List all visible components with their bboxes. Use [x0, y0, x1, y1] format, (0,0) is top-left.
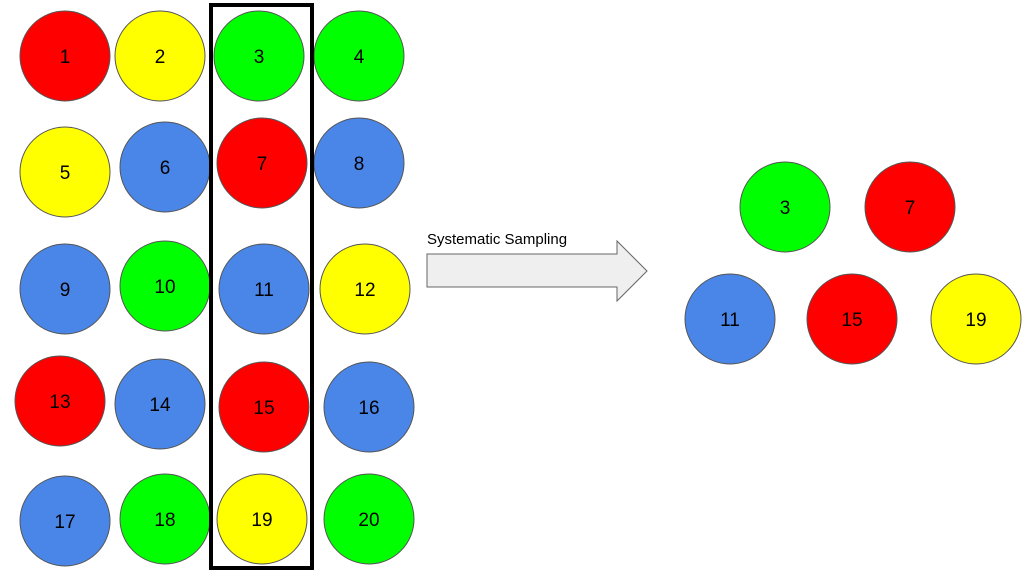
- population-ball-label: 6: [160, 158, 171, 179]
- selected-column-box: [209, 3, 314, 570]
- right-arrow-icon: [426, 239, 648, 303]
- sample-ball-label: 19: [965, 310, 986, 331]
- population-ball-circle: [218, 243, 310, 335]
- sample-ball-15: 15: [806, 273, 898, 365]
- population-ball-7: 7: [216, 117, 308, 209]
- population-ball-circle: [218, 361, 310, 453]
- population-ball-label: 19: [251, 510, 272, 531]
- sample-ball-circle: [684, 273, 776, 365]
- population-ball-13: 13: [14, 355, 106, 447]
- population-ball-circle: [323, 361, 415, 453]
- population-ball-circle: [216, 473, 308, 565]
- population-ball-circle: [213, 10, 305, 102]
- population-ball-label: 12: [354, 280, 375, 301]
- population-ball-8: 8: [313, 117, 405, 209]
- population-ball-label: 7: [257, 154, 268, 175]
- sample-ball-label: 7: [905, 198, 916, 219]
- sample-ball-circle: [930, 273, 1022, 365]
- sample-ball-circle: [864, 161, 956, 253]
- sample-ball-11: 11: [684, 273, 776, 365]
- population-ball-label: 17: [54, 512, 75, 533]
- population-ball-label: 13: [49, 392, 70, 413]
- population-ball-19: 19: [216, 473, 308, 565]
- population-ball-circle: [216, 117, 308, 209]
- sample-ball-label: 3: [780, 198, 791, 219]
- population-ball-18: 18: [119, 473, 211, 565]
- population-ball-5: 5: [19, 126, 111, 218]
- population-ball-16: 16: [323, 361, 415, 453]
- population-ball-label: 8: [354, 154, 365, 175]
- population-ball-label: 18: [154, 510, 175, 531]
- sample-ball-19: 19: [930, 273, 1022, 365]
- population-ball-circle: [19, 475, 111, 567]
- population-ball-20: 20: [323, 473, 415, 565]
- population-ball-3: 3: [213, 10, 305, 102]
- population-ball-11: 11: [218, 243, 310, 335]
- population-ball-label: 16: [358, 398, 379, 419]
- sample-set: 3 7 11 15 19: [684, 161, 1022, 365]
- population-ball-circle: [19, 126, 111, 218]
- population-ball-circle: [19, 10, 111, 102]
- population-ball-circle: [19, 243, 111, 335]
- sample-ball-label: 15: [841, 310, 862, 331]
- population-ball-17: 17: [19, 475, 111, 567]
- population-ball-circle: [114, 10, 206, 102]
- population-ball-6: 6: [119, 121, 211, 213]
- population-ball-label: 4: [354, 47, 365, 68]
- sample-ball-label: 11: [720, 310, 740, 331]
- population-ball-label: 14: [149, 395, 171, 416]
- population-ball-label: 11: [254, 280, 274, 301]
- population-ball-label: 3: [254, 47, 265, 68]
- population-ball-label: 15: [253, 398, 274, 419]
- population-ball-2: 2: [114, 10, 206, 102]
- arrow-label: Systematic Sampling: [427, 231, 567, 248]
- population-ball-label: 20: [358, 510, 379, 531]
- population-ball-4: 4: [313, 10, 405, 102]
- population-ball-circle: [323, 473, 415, 565]
- population-ball-12: 12: [319, 243, 411, 335]
- sample-ball-3: 3: [739, 161, 831, 253]
- population-ball-label: 9: [60, 280, 71, 301]
- sampling-arrow: Systematic Sampling: [426, 231, 648, 303]
- population-ball-circle: [14, 355, 106, 447]
- population-ball-label: 1: [60, 47, 71, 68]
- population-ball-circle: [319, 243, 411, 335]
- population-ball-15: 15: [218, 361, 310, 453]
- population-ball-9: 9: [19, 243, 111, 335]
- sample-ball-7: 7: [864, 161, 956, 253]
- sample-ball-circle: [806, 273, 898, 365]
- sample-ball-circle: [739, 161, 831, 253]
- population-ball-label: 10: [154, 277, 175, 298]
- population-ball-1: 1: [19, 10, 111, 102]
- population-ball-circle: [114, 358, 206, 450]
- population-ball-10: 10: [119, 240, 211, 332]
- population-ball-label: 5: [60, 163, 71, 184]
- population-ball-label: 2: [155, 47, 166, 68]
- population-ball-14: 14: [114, 358, 206, 450]
